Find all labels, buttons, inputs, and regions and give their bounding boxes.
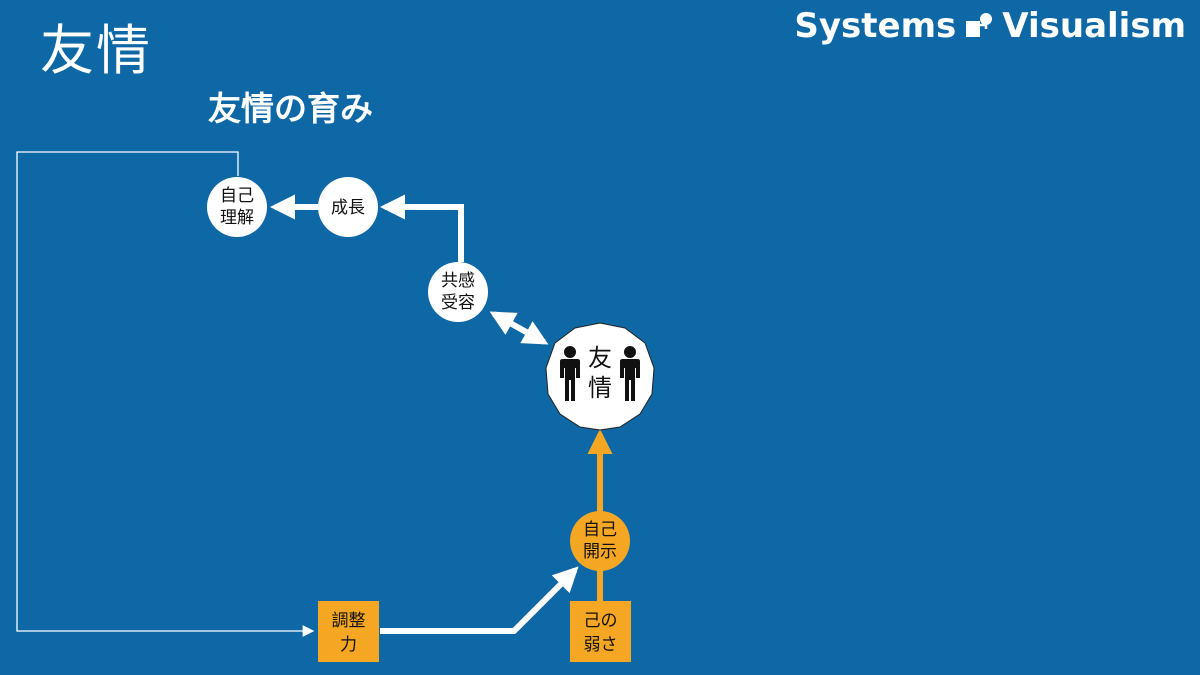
- brand-text-left: Systems: [794, 6, 957, 46]
- empathy-to-growth-arrow: [379, 194, 464, 262]
- person-icon: [620, 346, 640, 401]
- empathy-friendship-bidirectional-arrow: [489, 311, 549, 345]
- node-label: 自己: [583, 520, 617, 540]
- node-label: 情: [588, 374, 612, 402]
- node-friendship: 友 情: [545, 322, 655, 431]
- node-label: 己の: [584, 611, 618, 631]
- node-label: 開示: [583, 542, 617, 562]
- node-self-understanding: 自己 理解: [207, 177, 267, 237]
- node-label: 力: [340, 635, 357, 655]
- coordination-to-disclosure-arrow: [380, 566, 579, 634]
- node-coordination: 調整 力: [318, 601, 379, 662]
- page-subtitle: 友情の育み: [208, 89, 373, 128]
- node-label: 共感: [441, 271, 475, 291]
- brand-logo-icon: [966, 13, 993, 37]
- node-label: 友: [588, 344, 612, 372]
- node-label: 成長: [331, 198, 365, 218]
- node-own-weakness: 己の 弱さ: [570, 601, 631, 662]
- node-self-disclosure: 自己 開示: [570, 511, 630, 571]
- brand-logo: Systems Visualism: [794, 6, 1186, 46]
- page-title: 友情: [40, 19, 152, 82]
- node-label: 調整: [332, 611, 366, 631]
- node-label: 受容: [441, 293, 475, 313]
- feedback-loop-arrow: [16, 151, 315, 637]
- node-label: 理解: [220, 208, 254, 228]
- node-label: 弱さ: [584, 635, 618, 655]
- node-empathy-acceptance: 共感 受容: [428, 262, 488, 322]
- node-growth: 成長: [318, 177, 378, 237]
- node-label: 自己: [220, 186, 254, 206]
- person-icon: [560, 346, 580, 401]
- brand-text-right: Visualism: [1002, 6, 1186, 46]
